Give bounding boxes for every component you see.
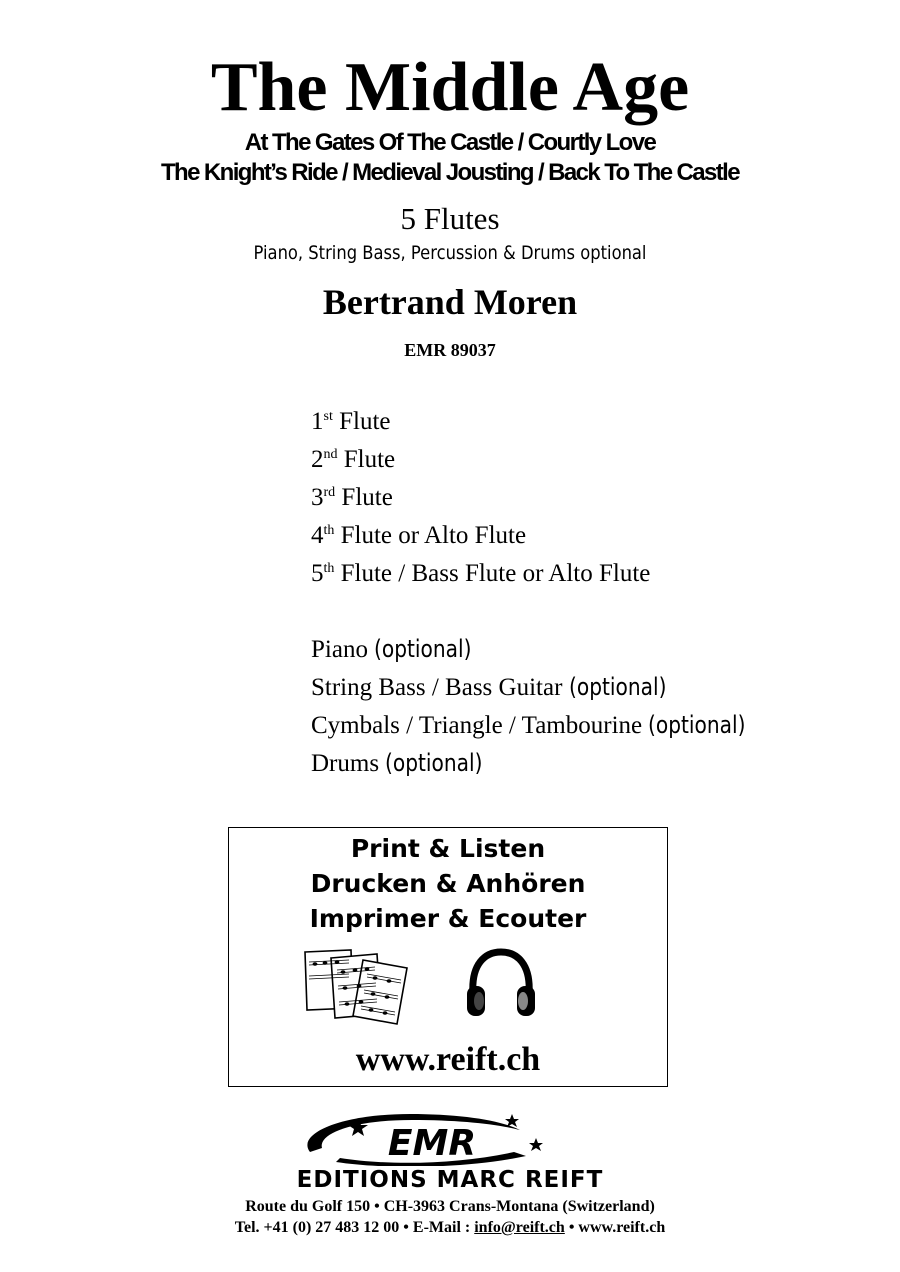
optional-part-item: Drums (optional)	[311, 744, 764, 782]
optional-tag: (optional)	[648, 711, 746, 739]
composer-name: Bertrand Moren	[322, 282, 578, 322]
publisher-contact: Tel. +41 (0) 27 483 12 00 • E-Mail : inf…	[0, 1217, 900, 1239]
part-ordinal: rd	[323, 485, 336, 500]
part-ordinal: th	[323, 523, 335, 538]
headphones-icon	[467, 948, 535, 1016]
telephone: Tel. +41 (0) 27 483 12 00 • E-Mail :	[234, 1219, 475, 1236]
part-number: 4	[311, 522, 324, 549]
optional-part-item: String Bass / Bass Guitar (optional)	[311, 668, 764, 706]
part-number: 5	[311, 560, 324, 587]
catalog-number: EMR 89037	[404, 340, 496, 360]
promo-line-english: Print & Listen	[350, 834, 546, 863]
optional-instruments-note: Piano, String Bass, Percussion & Drums o…	[253, 242, 647, 264]
part-item: 2nd Flute	[311, 441, 764, 479]
part-name: Flute	[343, 446, 396, 473]
optional-part-name: Piano	[311, 636, 368, 663]
part-name: Flute	[341, 484, 393, 511]
website-footer: • www.reift.ch	[564, 1219, 666, 1236]
parts-list: 1st Flute 2nd Flute 3rd Flute 4th Flute …	[311, 403, 764, 782]
part-item: 5th Flute / Bass Flute or Alto Flute	[311, 555, 764, 593]
publisher-name: EDITIONS MARC REIFT	[296, 1167, 604, 1193]
part-item: 1st Flute	[311, 403, 764, 441]
optional-tag: (optional)	[374, 635, 472, 663]
promo-line-german: Drucken & Anhören	[310, 869, 586, 898]
optional-tag: (optional)	[385, 749, 483, 777]
part-ordinal: st	[323, 409, 333, 424]
piece-title: The Middle Age	[210, 49, 690, 126]
logo-text: EMR	[388, 1123, 476, 1164]
optional-part-name: Drums	[311, 750, 380, 777]
sheet-music-icon	[304, 949, 408, 1025]
website-url[interactable]: www.reift.ch	[355, 1041, 541, 1078]
part-name: Flute	[339, 408, 391, 435]
optional-part-item: Piano (optional)	[311, 630, 764, 668]
part-item: 4th Flute or Alto Flute	[311, 517, 764, 555]
print-listen-box: Print & Listen Drucken & Anhören Imprime…	[228, 827, 668, 1087]
part-number: 2	[311, 446, 324, 473]
part-number: 1	[311, 408, 324, 435]
part-ordinal: nd	[323, 447, 338, 462]
email-link[interactable]: info@reift.ch	[474, 1219, 565, 1236]
promo-line-french: Imprimer & Ecouter	[309, 904, 587, 933]
part-number: 3	[311, 484, 324, 511]
optional-part-name: Cymbals / Triangle / Tambourine	[311, 712, 643, 739]
instrumentation: 5 Flutes	[400, 201, 500, 236]
movements-line-1: At The Gates Of The Castle / Courtly Lov…	[244, 129, 657, 156]
part-name: Flute or Alto Flute	[340, 522, 527, 549]
part-ordinal: th	[323, 561, 335, 576]
publisher-address: Route du Golf 150 • CH-3963 Crans-Montan…	[245, 1198, 655, 1215]
part-item: 3rd Flute	[311, 479, 764, 517]
optional-part-item: Cymbals / Triangle / Tambourine (optiona…	[311, 706, 764, 744]
optional-tag: (optional)	[568, 673, 667, 701]
optional-part-name: String Bass / Bass Guitar	[311, 674, 563, 701]
emr-logo: EMR	[307, 1114, 543, 1166]
part-name: Flute / Bass Flute or Alto Flute	[340, 560, 651, 587]
movements-line-2: The Knight’s Ride / Medieval Jousting / …	[161, 159, 741, 186]
